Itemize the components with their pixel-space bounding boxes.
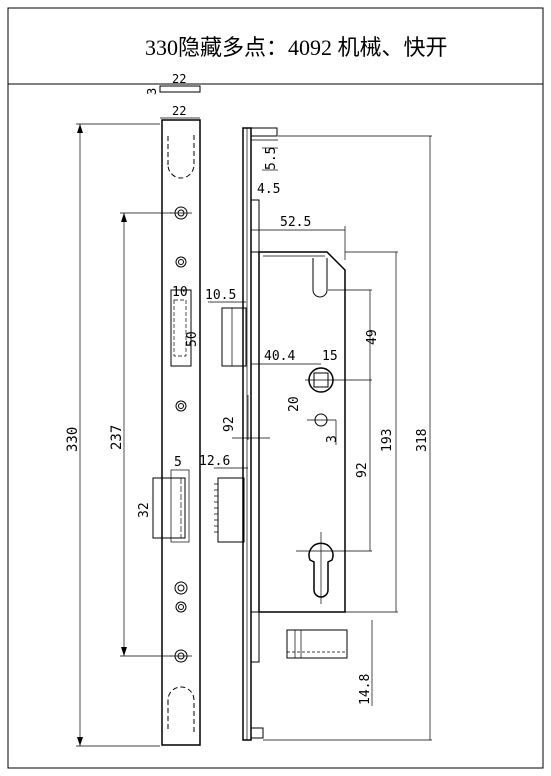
dim-193: 193 <box>380 429 395 452</box>
dim-total-330: 330 <box>65 427 81 452</box>
dim-49: 49 <box>365 329 380 345</box>
side-dimension-lines <box>208 135 432 741</box>
dim-92-a: 92 <box>222 416 237 432</box>
dim-12-6: 12.6 <box>199 454 230 469</box>
dim-10-5: 10.5 <box>205 288 236 303</box>
dim-top-plate-thickness: 3 <box>145 88 159 95</box>
drawing-title: 330隐藏多点：4092 机械、快开 <box>145 35 448 60</box>
dim-52-5: 52.5 <box>280 215 311 230</box>
dim-318: 318 <box>415 429 430 452</box>
lock-body-side-view <box>214 127 372 741</box>
dim-line-330 <box>76 123 160 747</box>
dim-latch-50: 50 <box>185 331 200 347</box>
dim-14-8: 14.8 <box>358 674 373 705</box>
dim-bolt-5: 5 <box>174 455 182 470</box>
top-end-plate: 22 3 <box>145 72 201 95</box>
dim-bolt-32: 32 <box>137 502 152 518</box>
dim-15: 15 <box>322 349 338 364</box>
dim-3: 3 <box>325 435 340 443</box>
faceplate-front-view <box>152 119 201 746</box>
drawing-frame <box>7 7 544 769</box>
dim-screw-span-237: 237 <box>109 425 125 450</box>
dim-40-4: 40.4 <box>264 349 295 364</box>
dim-line-237 <box>120 212 172 657</box>
dim-latch-10: 10 <box>172 285 188 300</box>
dim-faceplate-width: 22 <box>172 104 186 118</box>
dim-4-5: 4.5 <box>257 182 280 197</box>
dim-5-5: 5.5 <box>264 147 279 170</box>
dim-92-b: 92 <box>355 462 370 478</box>
dim-20: 20 <box>287 396 302 412</box>
dim-top-plate-width: 22 <box>172 72 186 86</box>
